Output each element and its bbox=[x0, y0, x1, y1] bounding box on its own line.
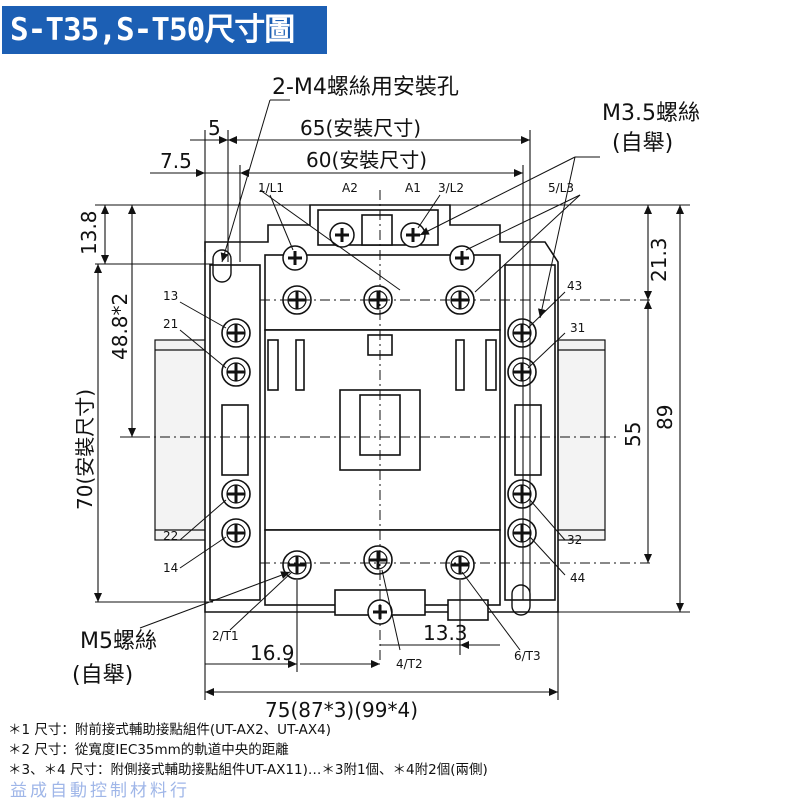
dim-55: 55 bbox=[621, 422, 645, 447]
terminal-13: 13 bbox=[163, 289, 178, 303]
dim-13-8: 13.8 bbox=[77, 210, 101, 255]
m5-self-lift: (自舉) bbox=[72, 663, 133, 688]
dim-21-3: 21.3 bbox=[647, 237, 671, 282]
dim-89: 89 bbox=[653, 405, 677, 430]
dim-13-3: 13.3 bbox=[423, 621, 468, 645]
terminal-a2: A2 bbox=[342, 181, 358, 195]
terminal-43: 43 bbox=[567, 279, 582, 293]
terminal-14: 14 bbox=[163, 561, 178, 575]
center-lines bbox=[120, 190, 650, 660]
m35-self-lift: (自舉) bbox=[612, 131, 673, 156]
watermark: 益成自動控制材料行 bbox=[10, 781, 190, 801]
dim-75-total: 75(87*3)(99*4) bbox=[265, 698, 418, 722]
m35-screw-callout: M3.5螺絲 bbox=[602, 101, 700, 126]
dim-48-8: 48.8*2 bbox=[108, 293, 132, 360]
dim-7-5: 7.5 bbox=[160, 149, 192, 173]
footnotes: ＊1 尺寸：附前接式輔助接點組件(UT-AX2、UT-AX4) ＊2 尺寸：從寬… bbox=[8, 720, 798, 780]
terminal-4-t2: 4/T2 bbox=[396, 657, 423, 671]
page-title: S-T35,S-T50尺寸圖 bbox=[2, 6, 327, 54]
m5-screw-callout: M5螺絲 bbox=[80, 629, 157, 654]
terminal-44: 44 bbox=[570, 571, 585, 585]
terminal-21: 21 bbox=[163, 317, 178, 331]
dim-65: 65(安裝尺寸) bbox=[300, 116, 421, 140]
dim-16-9: 16.9 bbox=[250, 641, 295, 665]
footnote-3: ＊3、＊4 尺寸：附側接式輔助接點組件UT-AX11)…＊3附1個、＊4附2個(… bbox=[8, 762, 488, 778]
terminal-1-l1: 1/L1 bbox=[258, 181, 284, 195]
terminal-2-t1: 2/T1 bbox=[212, 629, 239, 643]
dimension-lines bbox=[94, 130, 690, 700]
terminal-31: 31 bbox=[570, 321, 585, 335]
mount-holes-callout: 2-M4螺絲用安裝孔 bbox=[272, 75, 459, 100]
footnote-1: ＊1 尺寸：附前接式輔助接點組件(UT-AX2、UT-AX4) bbox=[8, 722, 331, 738]
terminal-5-l3: 5/L3 bbox=[548, 181, 574, 195]
dim-70: 70(安裝尺寸) bbox=[73, 389, 97, 510]
terminal-a1: A1 bbox=[405, 181, 421, 195]
mount-hole-top-left bbox=[212, 249, 232, 283]
dim-60: 60(安裝尺寸) bbox=[306, 148, 427, 172]
dim-5: 5 bbox=[208, 116, 221, 140]
terminal-3-l2: 3/L2 bbox=[438, 181, 464, 195]
terminal-22: 22 bbox=[163, 529, 178, 543]
terminal-32: 32 bbox=[567, 533, 582, 547]
terminal-6-t3: 6/T3 bbox=[514, 649, 541, 663]
leader-lines bbox=[139, 99, 600, 651]
footnote-2: ＊2 尺寸：從寬度IEC35mm的軌道中央的距離 bbox=[8, 742, 289, 758]
